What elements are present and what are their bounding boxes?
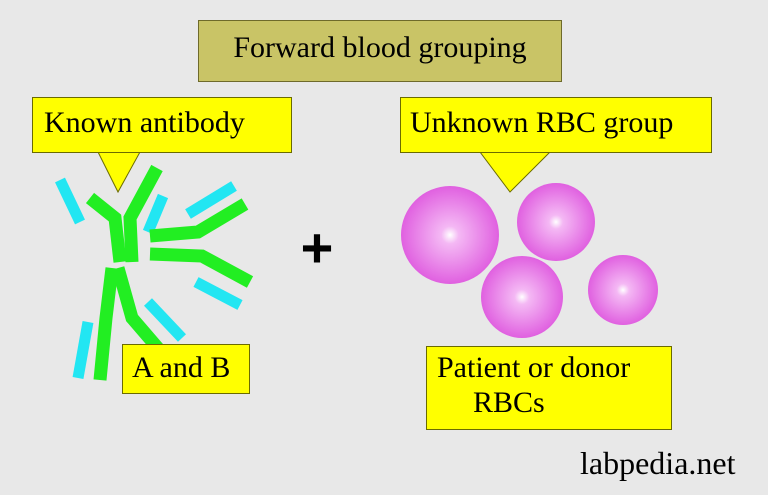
rbc-cluster bbox=[401, 183, 658, 338]
antibody-1-heavy-chain-right bbox=[123, 164, 163, 263]
antibody-1-light-chain-left bbox=[55, 177, 85, 225]
antibody-3-light-chain-left bbox=[72, 321, 94, 379]
antibody-3-heavy-chain-left bbox=[93, 267, 119, 381]
antibody-specificity-label: A and B bbox=[122, 344, 250, 394]
antibody-2-heavy-chain-top bbox=[149, 198, 249, 243]
rbc-source-label: Patient or donor RBCs bbox=[426, 346, 672, 430]
rbc-source-label-line-2: RBCs bbox=[473, 385, 545, 419]
rbc-cell-1 bbox=[401, 186, 499, 284]
antibody-1-heavy-chain-left bbox=[85, 192, 127, 263]
unknown-rbc-callout-pointer bbox=[479, 151, 552, 193]
antibody-2-light-chain-bottom bbox=[193, 277, 243, 310]
unknown-rbc-callout: Unknown RBC group bbox=[400, 97, 712, 153]
antibody-2 bbox=[149, 181, 254, 310]
diagram-title: Forward blood grouping bbox=[198, 20, 562, 82]
antibody-2-heavy-chain-bottom bbox=[149, 247, 254, 288]
known-antibody-callout: Known antibody bbox=[32, 97, 292, 153]
rbc-cell-2 bbox=[517, 183, 595, 261]
antibody-3-light-chain-right bbox=[144, 298, 186, 342]
antibody-2-light-chain-top bbox=[185, 181, 237, 219]
known-antibody-callout-pointer bbox=[97, 151, 141, 194]
rbc-cell-3 bbox=[481, 256, 563, 338]
antibody-1-light-chain-right bbox=[142, 193, 169, 235]
rbc-cell-4 bbox=[588, 255, 658, 325]
source-credit: labpedia.net bbox=[580, 445, 736, 481]
plus-operator: + bbox=[300, 216, 334, 279]
antibody-1 bbox=[55, 164, 169, 263]
rbc-source-label-line-1: Patient or donor bbox=[437, 351, 631, 384]
